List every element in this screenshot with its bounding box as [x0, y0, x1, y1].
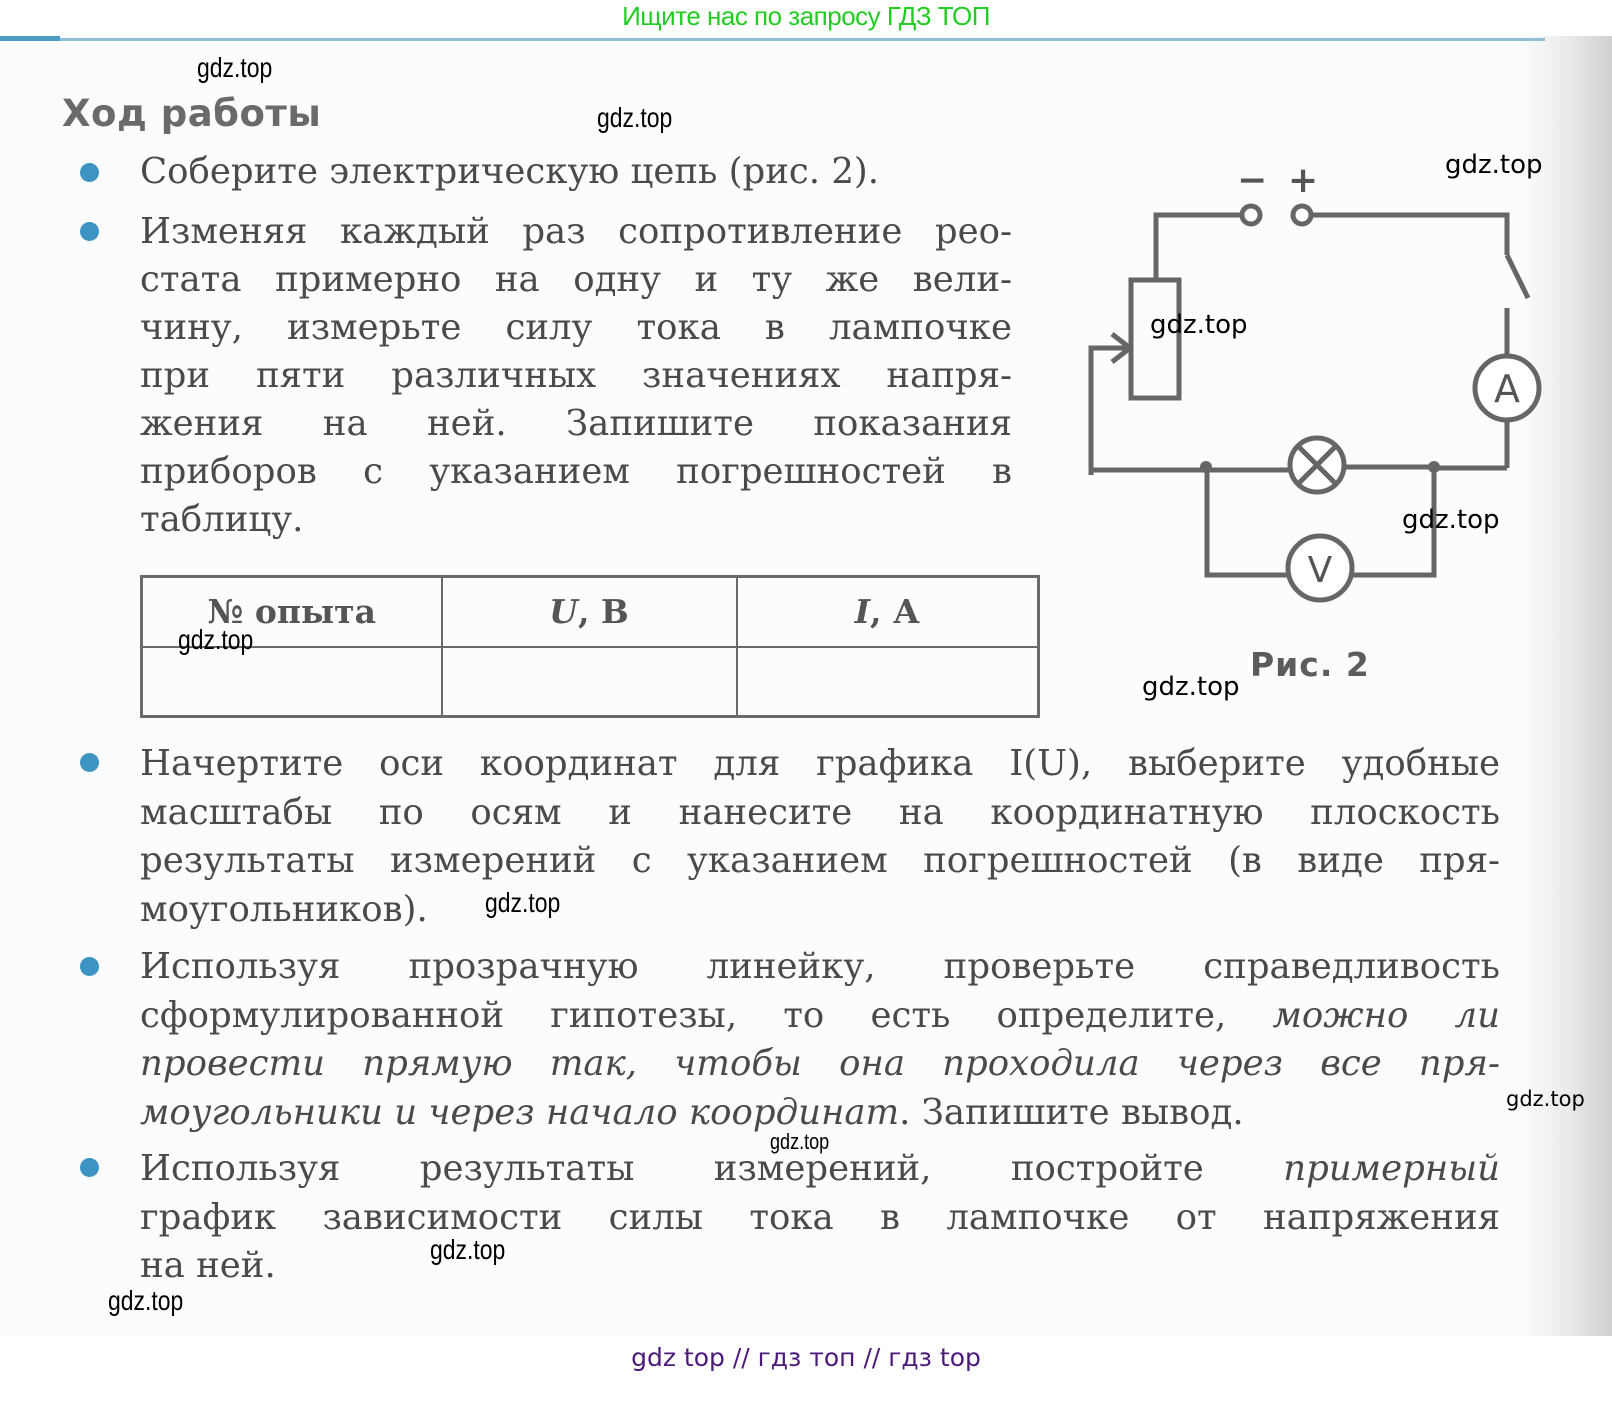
- svg-text:A: A: [1494, 367, 1520, 411]
- step-3-text: Начертите оси координат для графика I(U)…: [140, 740, 1500, 934]
- svg-text:−: −: [1237, 160, 1267, 201]
- table-cell[interactable]: [735, 645, 1040, 718]
- table-cell[interactable]: [140, 645, 443, 718]
- bullet-icon: [80, 753, 99, 772]
- step-line: провести прямую так, чтобы она проходила…: [140, 1043, 1500, 1084]
- watermark: gdz.top: [485, 887, 561, 918]
- watermark: gdz.top: [430, 1234, 506, 1265]
- watermark: gdz.top: [597, 102, 673, 133]
- step-line: Используя результаты измерений, постройт…: [140, 1148, 1500, 1189]
- bullet-icon: [80, 163, 99, 182]
- table-row: [140, 645, 1040, 718]
- step-line: Изменяя каждый раз сопротивление рео-: [140, 211, 1012, 252]
- svg-text:V: V: [1308, 550, 1333, 591]
- bullet-icon: [80, 1158, 99, 1177]
- step-line: стата примерно на одну и ту же вели-: [140, 259, 1012, 300]
- table-cell[interactable]: [440, 645, 738, 718]
- voltmeter-icon: [1285, 533, 1355, 603]
- watermark: gdz.top: [197, 52, 273, 83]
- step-5-text: Используя результаты измерений, постройт…: [140, 1145, 1500, 1291]
- table-header-experiment: № опыта: [140, 575, 443, 648]
- step-line: при пяти различных значениях напря-: [140, 355, 1012, 396]
- step-4-text: Используя прозрачную линейку, проверьте …: [140, 943, 1500, 1137]
- step-line: сформулированной гипотезы, то есть опред…: [140, 994, 1500, 1036]
- circuit-diagram: − + A V: [1080, 150, 1560, 710]
- step-line: Используя прозрачную линейку, проверьте …: [140, 946, 1500, 987]
- section-title: Ход работы: [62, 92, 322, 135]
- watermark: gdz.top: [1402, 505, 1500, 535]
- step-line: масштабы по осям и нанесите на координат…: [140, 791, 1500, 833]
- step-2-text: Изменяя каждый раз сопротивление рео- ст…: [140, 208, 1012, 544]
- step-line: Начертите оси координат для графика I(U)…: [140, 743, 1500, 784]
- step-line: таблицу.: [140, 499, 304, 540]
- footer-banner: gdz top // гдз топ // гдз top: [0, 1336, 1612, 1377]
- junction-icon: [1428, 461, 1440, 473]
- step-line: график зависимости силы тока в лампочке …: [140, 1196, 1500, 1238]
- table-header-row: № опыта U, В I, А: [140, 575, 1040, 648]
- top-rule-divider: [0, 38, 1545, 41]
- step-line: результаты измерений с указанием погрешн…: [140, 840, 1500, 881]
- svg-text:+: +: [1288, 160, 1318, 201]
- table-header-voltage: U, В: [440, 575, 738, 648]
- power-terminals-icon: [1239, 203, 1314, 227]
- step-line: чину, измерьте силу тока в лампочке: [140, 307, 1012, 348]
- page-edge-shadow: [1522, 36, 1612, 1376]
- watermark: gdz.top: [108, 1285, 184, 1316]
- table-header-current: I, А: [735, 575, 1040, 648]
- top-banner: Ищите нас по запросу ГДЗ ТОП: [622, 1, 990, 31]
- watermark: gdz.top: [178, 624, 254, 655]
- step-1-text: Соберите электрическую цепь (рис. 2).: [140, 148, 1020, 197]
- rheostat-icon: [1128, 277, 1182, 401]
- measurements-table: № опыта U, В I, А: [140, 575, 1040, 718]
- step-line: Соберите электрическую цепь (рис. 2).: [140, 151, 880, 192]
- step-line: приборов с указанием погрешностей в: [140, 451, 1012, 492]
- junction-icon: [1200, 461, 1212, 473]
- watermark: gdz.top: [1142, 672, 1240, 702]
- step-line: моугольников).: [140, 888, 428, 930]
- step-line: моугольники и через начало координат. За…: [140, 1091, 1244, 1133]
- top-rule-accent: [0, 36, 60, 41]
- step-line: на ней.: [140, 1245, 276, 1286]
- bullet-icon: [80, 222, 99, 241]
- switch-icon: [1504, 253, 1531, 300]
- bullet-icon: [80, 957, 99, 976]
- figure-caption: Рис. 2: [1250, 645, 1370, 684]
- watermark: gdz.top: [1150, 310, 1248, 340]
- watermark: gdz.top: [770, 1129, 830, 1154]
- step-line: жения на ней. Запишите показания: [140, 403, 1012, 444]
- watermark: gdz.top: [1506, 1087, 1585, 1111]
- watermark: gdz.top: [1445, 150, 1543, 180]
